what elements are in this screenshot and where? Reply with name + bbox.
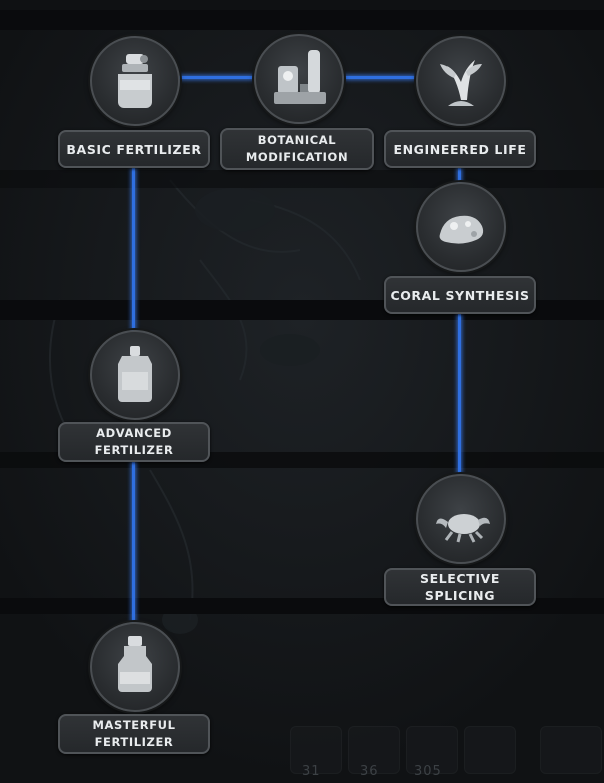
hotbar-count: 31 [302, 764, 321, 779]
tech-label-masterful-fertilizer[interactable]: MASTERFUL FERTILIZER [58, 714, 210, 754]
hotbar-count: 36 [360, 764, 379, 779]
fertilizer-canister-icon [118, 346, 152, 402]
alien-plant-icon [440, 60, 482, 106]
connector-line [340, 76, 416, 79]
hotbar-count: 305 [414, 764, 442, 779]
tech-node-masterful-fertilizer[interactable] [90, 622, 180, 712]
tech-node-selective-splicing[interactable] [416, 474, 506, 564]
hotbar-slot[interactable] [406, 726, 458, 774]
hotbar-slot[interactable] [464, 726, 516, 774]
tech-node-botanical-modification[interactable] [254, 34, 344, 124]
fertilizer-jar-icon [118, 54, 152, 108]
tech-label-selective-splicing[interactable]: SELECTIVE SPLICING [384, 568, 536, 606]
connector-line [458, 314, 461, 474]
tech-label-basic-fertilizer[interactable]: BASIC FERTILIZER [58, 130, 210, 168]
tech-label-engineered-life[interactable]: ENGINEERED LIFE [384, 130, 536, 168]
connector-line [132, 460, 135, 624]
lab-equipment-icon [274, 50, 326, 104]
tech-label-botanical-modification[interactable]: BOTANICAL MODIFICATION [220, 128, 374, 170]
tech-node-engineered-life[interactable] [416, 36, 506, 126]
tech-node-coral-synthesis[interactable] [416, 182, 506, 272]
hotbar-slot[interactable] [290, 726, 342, 774]
connector-line [132, 168, 135, 334]
hotbar-slot[interactable] [540, 726, 602, 774]
background-band [0, 170, 604, 188]
hotbar-slot[interactable] [348, 726, 400, 774]
connector-line [458, 166, 461, 184]
crab-creature-icon [436, 514, 490, 543]
connector-line [176, 76, 260, 79]
fertilizer-bottle-icon [118, 636, 152, 692]
tech-label-coral-synthesis[interactable]: CORAL SYNTHESIS [384, 276, 536, 314]
background-band [0, 10, 604, 30]
coral-icon [439, 215, 484, 244]
tech-label-advanced-fertilizer[interactable]: ADVANCED FERTILIZER [58, 422, 210, 462]
tech-node-advanced-fertilizer[interactable] [90, 330, 180, 420]
tech-node-basic-fertilizer[interactable] [90, 36, 180, 126]
